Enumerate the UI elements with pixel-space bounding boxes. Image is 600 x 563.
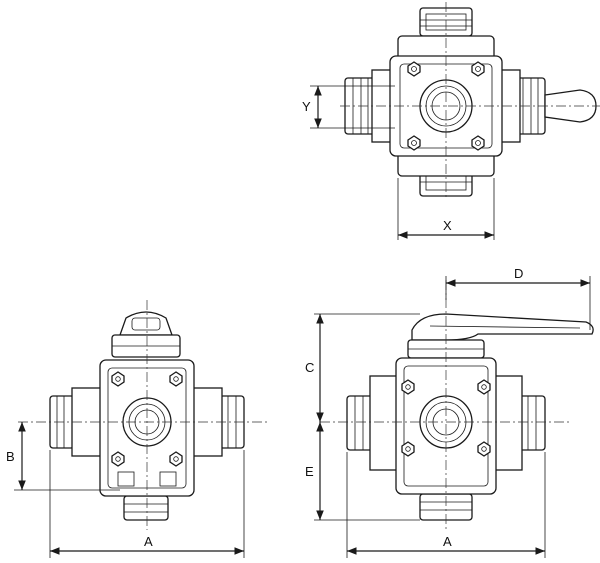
dim-label-right-c: C — [305, 360, 314, 375]
dim-label-top-x: X — [443, 218, 452, 233]
dim-label-right-a: A — [443, 534, 452, 549]
right-view — [314, 276, 594, 558]
left-view — [14, 300, 268, 558]
dim-label-right-d: D — [514, 266, 523, 281]
dim-label-right-e: E — [305, 464, 314, 479]
top-view — [310, 2, 600, 240]
dim-label-left-a: A — [144, 534, 153, 549]
dim-label-top-y: Y — [302, 99, 311, 114]
dim-label-left-b: B — [6, 449, 15, 464]
